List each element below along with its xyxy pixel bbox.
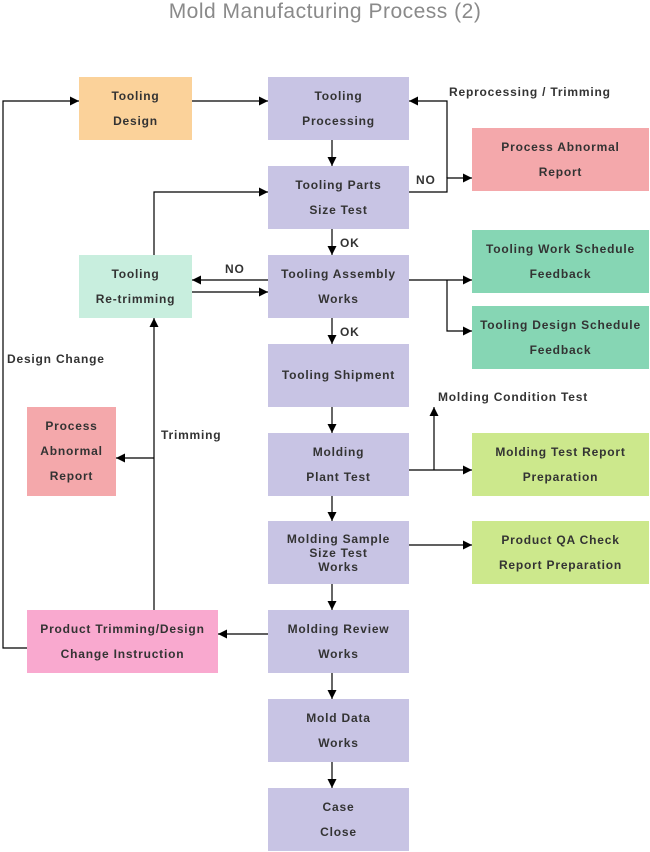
node-tooling-shipment: Tooling Shipment xyxy=(268,344,409,407)
label-ok-2: OK xyxy=(340,325,360,339)
label-no-left: NO xyxy=(225,262,245,276)
node-process-abnormal-report-right: Process Abnormal Report xyxy=(472,128,649,191)
label-molding-condition-test: Molding Condition Test xyxy=(438,390,589,404)
node-tooling-processing: Tooling Processing xyxy=(268,77,409,140)
label-reprocessing-trimming: Reprocessing / Trimming xyxy=(449,85,611,99)
node-product-qa-check-report-preparation: Product QA Check Report Preparation xyxy=(472,521,649,584)
node-tooling-design-schedule-feedback: Tooling Design Schedule Feedback xyxy=(472,306,649,369)
arrow-parts-test-to-abnormal-report xyxy=(409,173,472,193)
node-tooling-retrimming: Tooling Re-trimming xyxy=(79,255,192,318)
node-mold-data-works: Mold Data Works xyxy=(268,699,409,762)
diagram-title: Mold Manufacturing Process (2) xyxy=(168,0,482,23)
arrow-retrimming-to-parts-test xyxy=(153,187,268,255)
label-ok-1: OK xyxy=(340,236,360,250)
node-molding-review-works: Molding Review Works xyxy=(268,610,409,673)
node-tooling-assembly-works: Tooling Assembly Works xyxy=(268,255,409,318)
label-trimming: Trimming xyxy=(161,428,222,442)
node-molding-test-report-preparation: Molding Test Report Preparation xyxy=(472,433,649,496)
node-tooling-parts-size-test: Tooling Parts Size Test xyxy=(268,166,409,229)
node-molding-plant-test: Molding Plant Test xyxy=(268,433,409,496)
node-tooling-work-schedule-feedback: Tooling Work Schedule Feedback xyxy=(472,230,649,293)
arrow-design-change-to-design xyxy=(2,96,79,649)
arrow-assembly-to-design-feedback xyxy=(446,280,472,336)
node-product-trimming-design-change-instruction: Product Trimming/Design Change Instructi… xyxy=(27,610,218,673)
node-tooling-design: Tooling Design xyxy=(79,77,192,140)
node-molding-sample-size-test-works: Molding Sample Size Test Works xyxy=(268,521,409,584)
node-process-abnormal-report-left: Process Abnormal Report xyxy=(27,407,116,496)
label-no-right: NO xyxy=(416,173,436,187)
arrow-reprocessing-to-processing xyxy=(409,96,448,178)
label-design-change: Design Change xyxy=(7,352,105,366)
node-case-close: Case Close xyxy=(268,788,409,851)
